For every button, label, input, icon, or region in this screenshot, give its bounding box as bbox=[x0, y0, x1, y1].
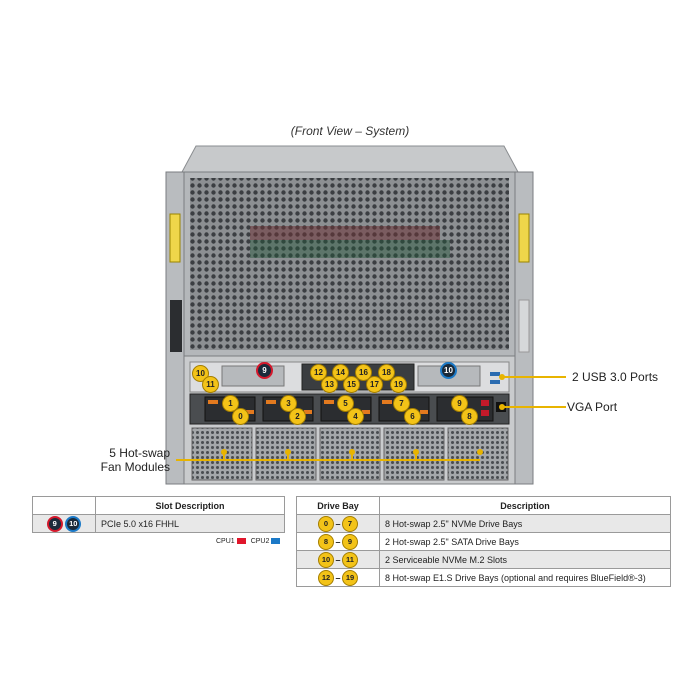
table-row: 8–9 2 Hot-swap 2.5" SATA Drive Bays bbox=[296, 532, 671, 551]
e1s-bay-badge: 19 bbox=[390, 376, 407, 393]
range-dash: – bbox=[335, 554, 341, 565]
nvme-bay-badge: 3 bbox=[280, 395, 297, 412]
cpu2-color-swatch bbox=[271, 538, 281, 545]
bay-to-badge: 7 bbox=[342, 515, 358, 532]
bay-to-badge: 19 bbox=[342, 569, 358, 586]
drive-bay-range: 8–9 bbox=[296, 532, 380, 551]
m2-slot-badge: 11 bbox=[202, 376, 219, 393]
slot-badges-cell: 9 10 bbox=[32, 514, 96, 533]
table-row: 12–19 8 Hot-swap E1.S Drive Bays (option… bbox=[296, 568, 671, 587]
range-dash: – bbox=[335, 572, 341, 583]
fan-modules-callout: 5 Hot-swap Fan Modules bbox=[84, 446, 170, 474]
sata-bay-badge: 8 bbox=[461, 408, 478, 425]
nvme-bay-badge: 7 bbox=[393, 395, 410, 412]
range-dash: – bbox=[335, 518, 341, 529]
bay-from-badge: 0 bbox=[318, 515, 334, 532]
nvme-bay-badge: 0 bbox=[232, 408, 249, 425]
bay-from-badge: 12 bbox=[318, 569, 334, 586]
fan-callout-line1: 5 Hot-swap bbox=[109, 446, 170, 460]
e1s-bay-badge: 15 bbox=[343, 376, 360, 393]
range-dash: – bbox=[335, 536, 341, 547]
drive-description-header: Description bbox=[379, 496, 671, 515]
e1s-bay-badge: 16 bbox=[355, 364, 372, 381]
cpu1-color-swatch bbox=[236, 538, 246, 545]
sata-bay-badge: 9 bbox=[451, 395, 468, 412]
right-handle-label bbox=[518, 213, 530, 263]
drive-bay-table: Drive Bay Description 0–7 8 Hot-swap 2.5… bbox=[296, 496, 671, 587]
diagram-title: (Front View – System) bbox=[290, 124, 410, 138]
nvme-bay-badge: 2 bbox=[289, 408, 306, 425]
drive-bay-range: 0–7 bbox=[296, 514, 380, 533]
drive-description-cell: 8 Hot-swap 2.5" NVMe Drive Bays bbox=[379, 514, 671, 533]
e1s-bay-badge: 17 bbox=[366, 376, 383, 393]
e1s-bay-badge: 12 bbox=[310, 364, 327, 381]
drive-bay-range: 10–11 bbox=[296, 550, 380, 569]
nvme-bay-badge: 4 bbox=[347, 408, 364, 425]
cpu2-legend-label: CPU2 bbox=[250, 538, 270, 545]
table-row: 0–7 8 Hot-swap 2.5" NVMe Drive Bays bbox=[296, 514, 671, 533]
drive-bay-header: Drive Bay bbox=[296, 496, 380, 515]
bay-from-badge: 8 bbox=[318, 533, 334, 550]
slot-description-table: Slot Description 9 10 PCIe 5.0 x16 FHHL bbox=[32, 496, 285, 533]
drive-description-cell: 8 Hot-swap E1.S Drive Bays (optional and… bbox=[379, 568, 671, 587]
slot-description-header: Slot Description bbox=[95, 496, 285, 515]
fan-module-5 bbox=[447, 427, 509, 481]
pcie-cpu2-badge: 10 bbox=[65, 515, 82, 532]
e1s-bay-badge: 14 bbox=[332, 364, 349, 381]
pcie-cpu1-badge: 9 bbox=[46, 515, 63, 532]
bay-from-badge: 10 bbox=[318, 551, 334, 568]
cpu-legend: CPU1 CPU2 bbox=[216, 538, 285, 545]
e1s-bay-badge: 18 bbox=[378, 364, 395, 381]
nvme-bay-badge: 6 bbox=[404, 408, 421, 425]
bay-to-badge: 11 bbox=[342, 551, 358, 568]
table-row: 10–11 2 Serviceable NVMe M.2 Slots bbox=[296, 550, 671, 569]
pcie-slot-cpu1-badge: 9 bbox=[256, 362, 273, 379]
fan-callout-line2: Fan Modules bbox=[100, 460, 170, 474]
nvme-bay-badge: 5 bbox=[337, 395, 354, 412]
usb-ports-callout: 2 USB 3.0 Ports bbox=[572, 370, 659, 384]
e1s-bay-badge: 13 bbox=[321, 376, 338, 393]
pcie-slot-cpu2-badge: 10 bbox=[440, 362, 457, 379]
cpu1-legend-label: CPU1 bbox=[216, 538, 235, 545]
drive-description-cell: 2 Serviceable NVMe M.2 Slots bbox=[379, 550, 671, 569]
table-row: 9 10 PCIe 5.0 x16 FHHL bbox=[32, 514, 285, 533]
slot-description-cell: PCIe 5.0 x16 FHHL bbox=[95, 514, 285, 533]
drive-bay-range: 12–19 bbox=[296, 568, 380, 587]
nvme-bay-badge: 1 bbox=[222, 395, 239, 412]
left-handle-label bbox=[169, 213, 181, 263]
slot-table-blank-header bbox=[32, 496, 96, 515]
drive-description-cell: 2 Hot-swap 2.5" SATA Drive Bays bbox=[379, 532, 671, 551]
bay-to-badge: 9 bbox=[342, 533, 358, 550]
vga-port-callout: VGA Port bbox=[567, 400, 618, 414]
